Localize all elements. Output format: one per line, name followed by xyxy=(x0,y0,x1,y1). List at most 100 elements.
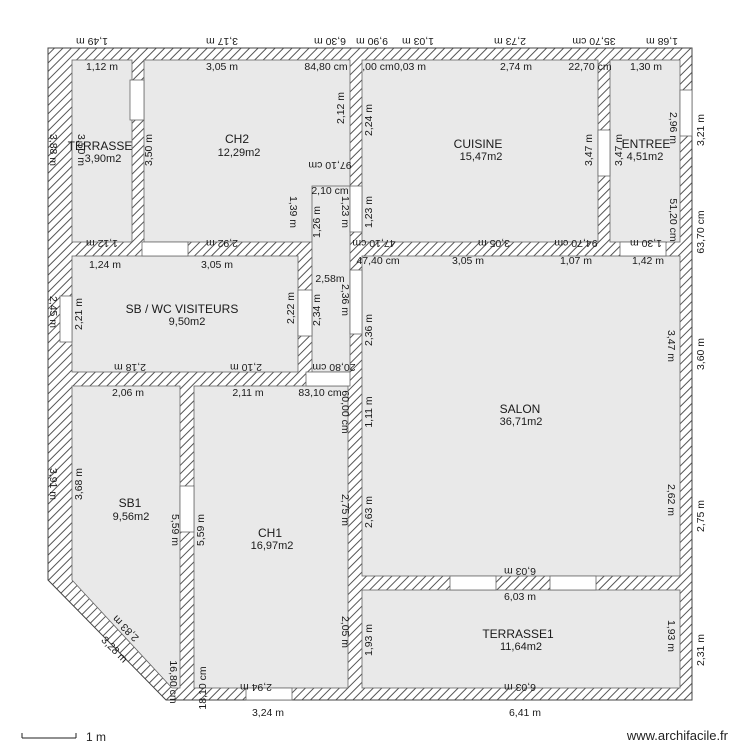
room-ch1 xyxy=(193,385,349,689)
dim: 2,96 m xyxy=(667,112,679,144)
dim: 1,23 m xyxy=(363,196,375,228)
dim: 2,75 m xyxy=(695,500,707,532)
openings xyxy=(59,79,693,701)
room-name-ch1: CH1 xyxy=(258,526,282,540)
room-area-terrasse: 3,90m2 xyxy=(85,153,122,165)
dim: ,00 cm xyxy=(362,61,394,73)
dim: 1,93 m xyxy=(665,620,677,652)
dim: 3,50 m xyxy=(75,134,87,166)
bay-window-2 xyxy=(549,575,597,591)
dim: 2,21 m xyxy=(73,298,85,330)
room-salon xyxy=(361,255,681,577)
dim: 2,10 m xyxy=(230,361,262,373)
dim: 2,92 m xyxy=(206,237,238,249)
dim: 3,05 m xyxy=(201,259,233,271)
dim: 6,03 m xyxy=(504,681,536,693)
dim: 3,17 m xyxy=(206,35,238,47)
dim: 1,07 m xyxy=(560,255,592,267)
dim: 2,22 m xyxy=(285,292,297,324)
dim: 47,10 cm xyxy=(352,237,395,249)
room-cuisine xyxy=(361,59,599,243)
dim: 1,30 m xyxy=(630,237,662,249)
dim: 2,73 m xyxy=(494,35,526,47)
door-entree xyxy=(619,241,667,257)
dim: 22,70 cm xyxy=(568,61,611,73)
dim: 5,59 m xyxy=(169,514,181,546)
dim: 1,24 m xyxy=(89,259,121,271)
dim: 63,70 cm xyxy=(695,210,707,253)
dim: 3,47 m xyxy=(665,330,677,362)
door-corridor-1 xyxy=(349,185,363,233)
dim: 1,39 m xyxy=(287,196,299,228)
dim: 84,80 cm xyxy=(304,61,347,73)
dim: 6,03 m xyxy=(504,591,536,603)
door-entree-side xyxy=(679,89,693,137)
scale-bar xyxy=(21,733,77,739)
dim: 2,62 m xyxy=(665,484,677,516)
room-name-salon: SALON xyxy=(500,402,541,416)
dim: 2,58m xyxy=(315,273,344,285)
dim: 3,68 m xyxy=(73,468,85,500)
room-corridor xyxy=(311,185,351,373)
dim: 2,94 m xyxy=(240,681,272,693)
dim: 1,03 m xyxy=(402,35,434,47)
room-area-entree: 4,51m2 xyxy=(627,151,664,163)
dim: 2,05 m xyxy=(339,616,351,648)
room-name-terrasse1: TERRASSE1 xyxy=(482,627,554,641)
dim: 18,10 cm xyxy=(197,666,209,709)
dim: 3,47 m xyxy=(613,134,625,166)
room-area-ch2: 12,29m2 xyxy=(218,147,261,159)
dim: 1,26 m xyxy=(311,206,323,238)
dim: 94,70 cm xyxy=(554,237,597,249)
dim: 6,41 m xyxy=(509,707,541,719)
window-sbwc xyxy=(59,295,73,343)
dim: 3,60 m xyxy=(695,338,707,370)
dim: 1,49 m xyxy=(76,35,108,47)
door-ch2 xyxy=(141,241,189,257)
dim: 35,70 cm xyxy=(572,35,615,47)
dim: 1,12 m xyxy=(86,61,118,73)
dim: 6,03 m xyxy=(504,565,536,577)
room-fills xyxy=(71,59,681,689)
scale-label: 1 m xyxy=(86,730,107,744)
window-top-terrasse xyxy=(129,79,145,121)
window-entree xyxy=(597,129,611,177)
room-terrasse1 xyxy=(361,589,681,689)
dim: 1,12 m xyxy=(86,237,118,249)
dim: 51,20 cm xyxy=(667,198,679,241)
dim: 2,06 m xyxy=(112,387,144,399)
door-bottom-corridor xyxy=(305,371,351,387)
dim: 5,59 m xyxy=(195,514,207,546)
dim: 6,30 m xyxy=(314,35,346,47)
watermark: www.archifacile.fr xyxy=(626,728,728,743)
window-ch1-bottom xyxy=(245,687,293,701)
room-name-entree: ENTREE xyxy=(622,137,671,151)
dim: 1,11 m xyxy=(363,396,375,428)
room-area-terrasse1: 11,64m2 xyxy=(500,641,542,653)
dim: 47,40 cm xyxy=(356,255,399,267)
room-name-ch2: CH2 xyxy=(225,132,249,146)
dim: 2,18 m xyxy=(114,361,146,373)
room-entree xyxy=(609,59,681,243)
dim: 16,80 cm xyxy=(167,660,179,703)
dim: 3,05 m xyxy=(206,61,238,73)
door-sbwc xyxy=(297,289,313,337)
dim: 60,00 cm xyxy=(339,390,351,433)
dim: 3,88 m xyxy=(47,134,59,166)
dim: 2,24 m xyxy=(363,104,375,136)
dim: 1,68 m xyxy=(646,35,678,47)
room-name-sb-wc: SB / WC VISITEURS xyxy=(126,302,239,316)
door-sb1 xyxy=(179,485,195,533)
dim: 1,42 m xyxy=(632,255,664,267)
dim: 2,36 m xyxy=(339,284,351,316)
room-area-salon: 36,71m2 xyxy=(500,416,543,428)
dim: 3,24 m xyxy=(252,707,284,719)
dim: 3,05 m xyxy=(478,237,510,249)
room-name-terrasse: TERRASSE xyxy=(68,139,133,153)
dim: 2,11 m xyxy=(232,387,264,399)
dim: 3,50 m xyxy=(143,134,155,166)
dim: 3,05 m xyxy=(452,255,484,267)
dim: 2,75 m xyxy=(339,494,351,526)
room-area-sb1: 9,56m2 xyxy=(113,511,150,523)
room-area-ch1: 16,97m2 xyxy=(251,540,294,552)
